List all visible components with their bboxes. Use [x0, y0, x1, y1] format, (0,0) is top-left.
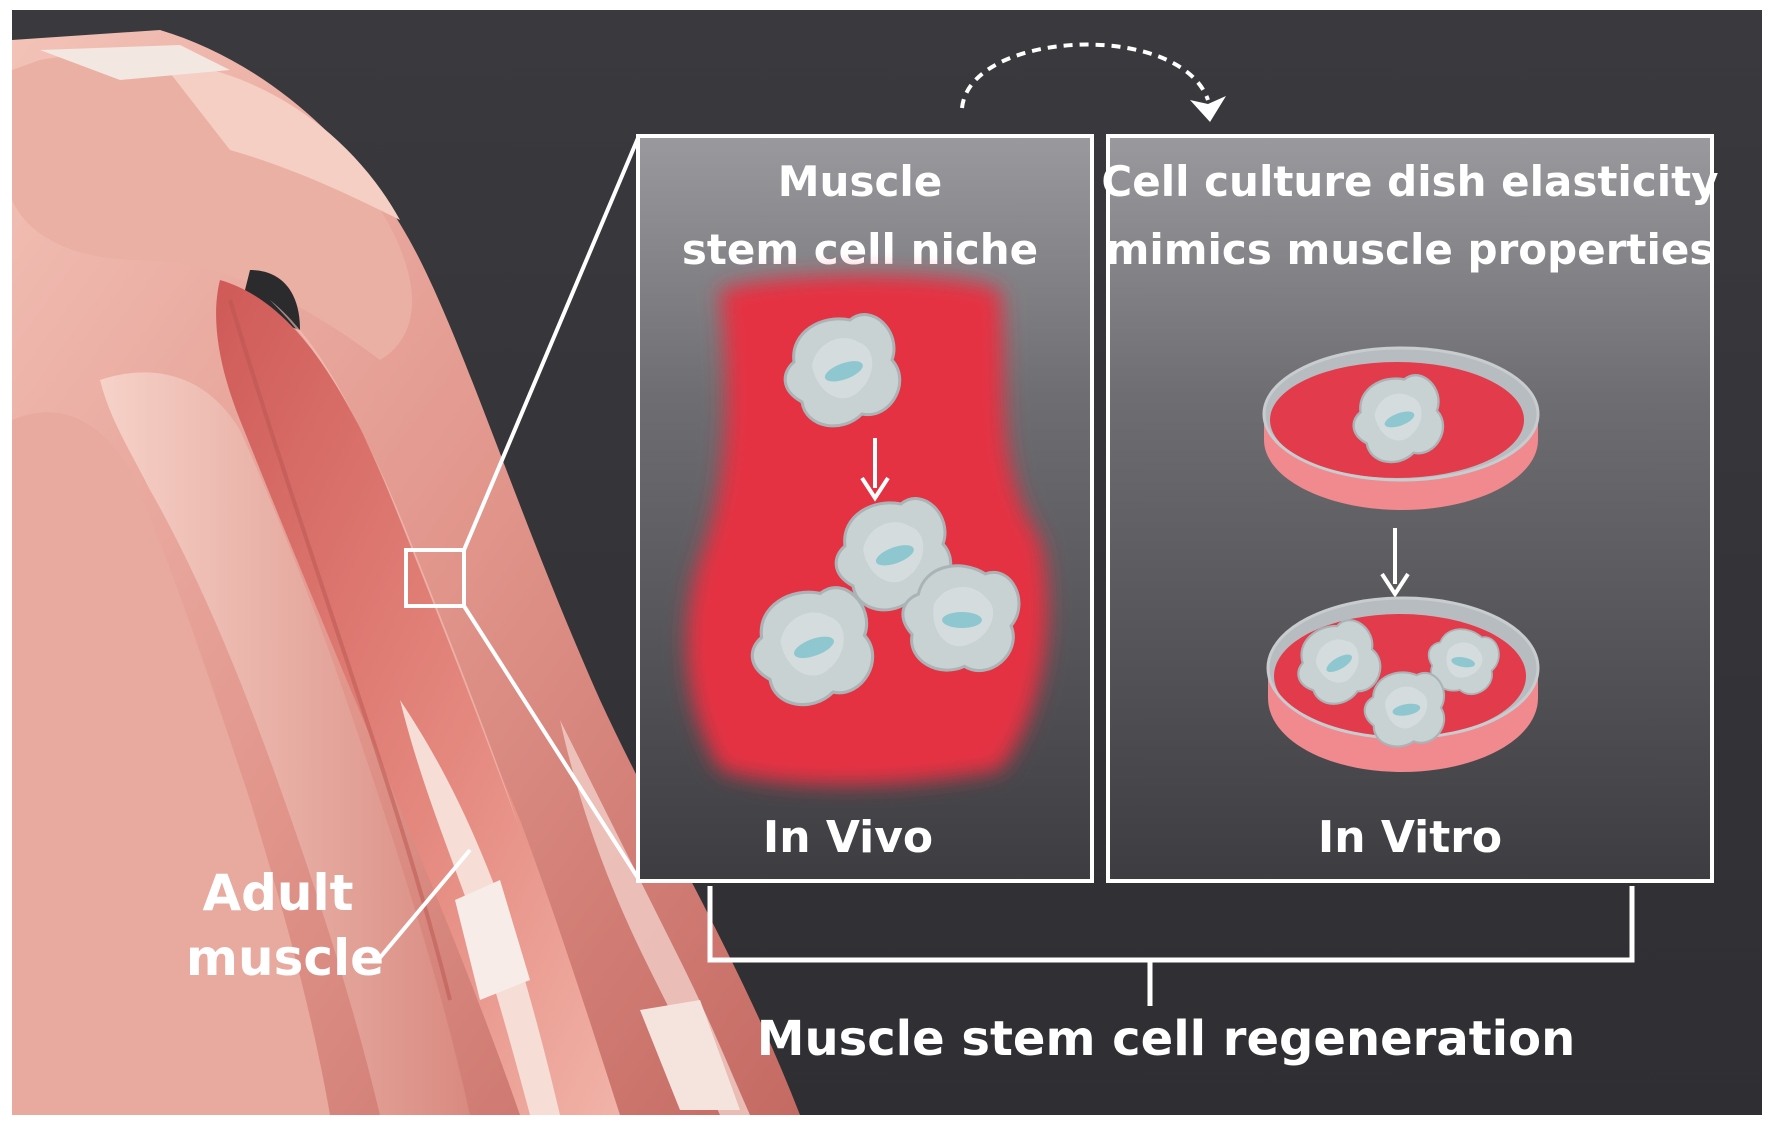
- in-vivo-caption: In Vivo: [763, 812, 933, 863]
- in-vitro-title-line1: Cell culture dish elasticity: [1101, 157, 1718, 206]
- in-vivo-title-line2: stem cell niche: [682, 225, 1038, 274]
- in-vivo-title-line1: Muscle: [778, 157, 942, 206]
- in-vitro-panel: Cell culture dish elasticity mimics musc…: [1101, 136, 1718, 881]
- arm-label-line1: Adult: [202, 864, 353, 922]
- in-vitro-title-line2: mimics muscle properties: [1106, 225, 1715, 274]
- bottom-label: Muscle stem cell regeneration: [757, 1011, 1576, 1067]
- in-vitro-caption: In Vitro: [1318, 812, 1502, 863]
- arm-label-line2: muscle: [186, 929, 384, 987]
- in-vivo-panel: Muscle stem cell niche In Vivo: [638, 136, 1092, 881]
